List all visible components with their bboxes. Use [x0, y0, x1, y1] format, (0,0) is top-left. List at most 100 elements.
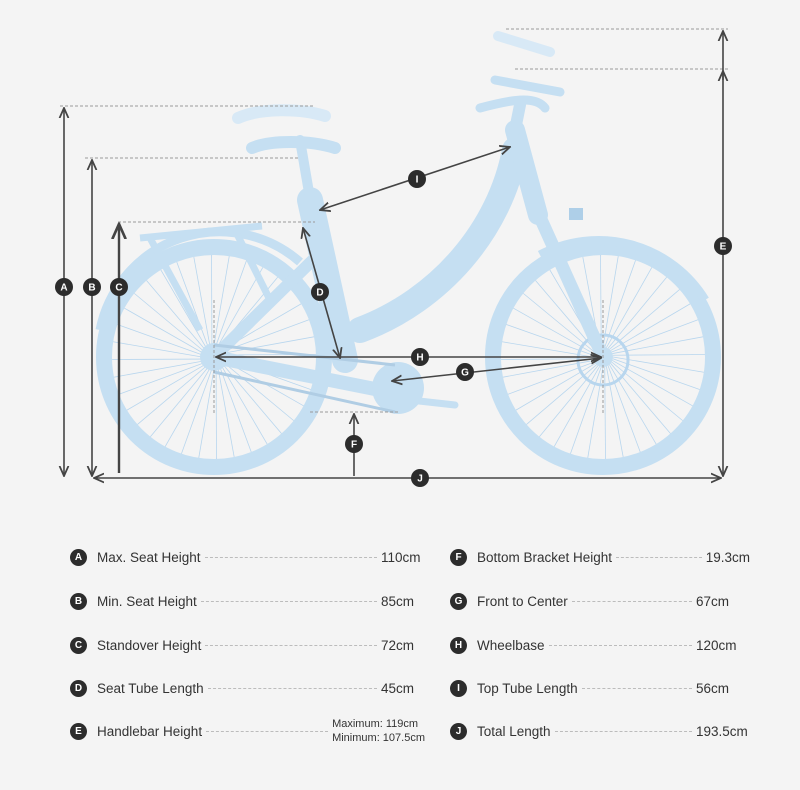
legend-value: 19.3cm: [705, 549, 750, 565]
spoke: [607, 277, 667, 349]
saddle-low: [246, 136, 341, 154]
marker-g-badge: G: [450, 592, 467, 610]
spoke: [160, 269, 207, 349]
spoke: [604, 260, 636, 348]
spoke: [117, 324, 203, 356]
bike-illustration: [95, 31, 721, 475]
legend-label: Total Length: [477, 723, 551, 739]
spoke: [607, 365, 641, 453]
legend-label: Bottom Bracket Height: [477, 549, 613, 565]
spoke: [535, 280, 596, 351]
spoke: [137, 365, 207, 425]
spoke: [604, 366, 606, 459]
spoke: [146, 280, 206, 350]
spoke: [150, 367, 209, 437]
spoke: [181, 368, 213, 454]
headlight: [569, 208, 583, 220]
marker-h: H: [411, 348, 429, 366]
legend-item-b: B Min. Seat Height 85cm: [70, 586, 425, 616]
spoke: [213, 256, 230, 346]
legend-label: Handlebar Height: [97, 723, 203, 739]
spoke: [217, 368, 235, 458]
legend-label: Top Tube Length: [477, 680, 578, 696]
spoke: [224, 319, 310, 352]
legend-right-column: F Bottom Bracket Height 19.3cm G Front t…: [450, 540, 750, 755]
marker-g: G: [456, 363, 474, 381]
marker-i: I: [408, 170, 426, 188]
legend-value: 67cm: [696, 593, 730, 609]
marker-circle: [714, 237, 732, 255]
spoke: [513, 307, 594, 354]
leader-line: [206, 730, 329, 732]
spoke: [609, 289, 680, 350]
spoke: [225, 336, 315, 354]
marker-letter: C: [115, 283, 122, 294]
leader-line: [207, 687, 377, 689]
legend-item-d: D Seat Tube Length 45cm: [70, 673, 425, 703]
legend-value: 193.5cm: [696, 723, 748, 739]
marker-circle: [311, 283, 329, 301]
handlebar-high: [493, 31, 555, 57]
marker-f-badge: F: [450, 548, 467, 566]
spoke: [610, 363, 671, 434]
marker-d-badge: D: [70, 679, 87, 697]
leader-line: [571, 600, 692, 602]
marker-letter: J: [417, 474, 423, 485]
legend-value: 85cm: [381, 593, 415, 609]
legend-label: Front to Center: [477, 593, 568, 609]
marker-letter: G: [461, 368, 469, 379]
legend-value: 110cm: [381, 549, 421, 565]
value-minimum: Minimum: 107.5cm: [332, 732, 425, 744]
legend-item-h: H Wheelbase 120cm: [450, 630, 750, 660]
spoke: [610, 303, 691, 351]
legend-left-column: A Max. Seat Height 110cm B Min. Seat Hei…: [70, 540, 425, 755]
spoke: [126, 364, 206, 411]
spoke: [164, 368, 211, 447]
rear-fender: [95, 227, 303, 331]
guide-lines: [60, 28, 728, 415]
legend-item-e: E Handlebar Height Maximum: 119cm Minimu…: [70, 716, 425, 746]
down-tube: [347, 137, 528, 343]
head-tube: [505, 120, 548, 225]
spoke: [113, 360, 203, 378]
legend-item-j: J Total Length 193.5cm: [450, 716, 750, 746]
marker-letter: B: [88, 283, 95, 294]
spoke: [606, 267, 653, 348]
stem: [509, 99, 526, 136]
handlebar-low: [475, 75, 565, 113]
marker-e-badge: E: [70, 722, 87, 740]
spoke: [526, 364, 597, 425]
spoke: [134, 293, 204, 352]
spoke: [118, 362, 204, 395]
legend-label: Max. Seat Height: [97, 549, 201, 565]
marker-j: J: [411, 469, 429, 487]
legend-label: Seat Tube Length: [97, 680, 204, 696]
marker-d: D: [311, 283, 329, 301]
legend-item-a: A Max. Seat Height 110cm: [70, 542, 425, 572]
marker-letter: E: [720, 242, 727, 253]
marker-letter: A: [60, 283, 67, 294]
value-maximum: Maximum: 119cm: [332, 718, 419, 730]
marker-c: C: [110, 278, 128, 296]
marker-a-badge: A: [70, 548, 87, 566]
spoke: [224, 362, 294, 421]
legend-value: 45cm: [381, 680, 415, 696]
marker-b: B: [83, 278, 101, 296]
marker-j-badge: J: [450, 722, 467, 740]
spoke: [193, 256, 211, 346]
legend-label: Min. Seat Height: [97, 593, 197, 609]
rear-rack: [139, 222, 274, 332]
leader-line: [548, 644, 692, 646]
marker-circle: [55, 278, 73, 296]
chain-stay: [207, 350, 387, 397]
leader-line: [554, 730, 692, 732]
legend-item-f: F Bottom Bracket Height 19.3cm: [450, 542, 750, 572]
spoke: [602, 256, 619, 348]
legend-value: 72cm: [381, 637, 415, 653]
legend-item-c: C Standover Height 72cm: [70, 630, 425, 660]
spoke: [606, 366, 624, 458]
dim-g-line: [392, 358, 601, 381]
marker-e: E: [714, 237, 732, 255]
